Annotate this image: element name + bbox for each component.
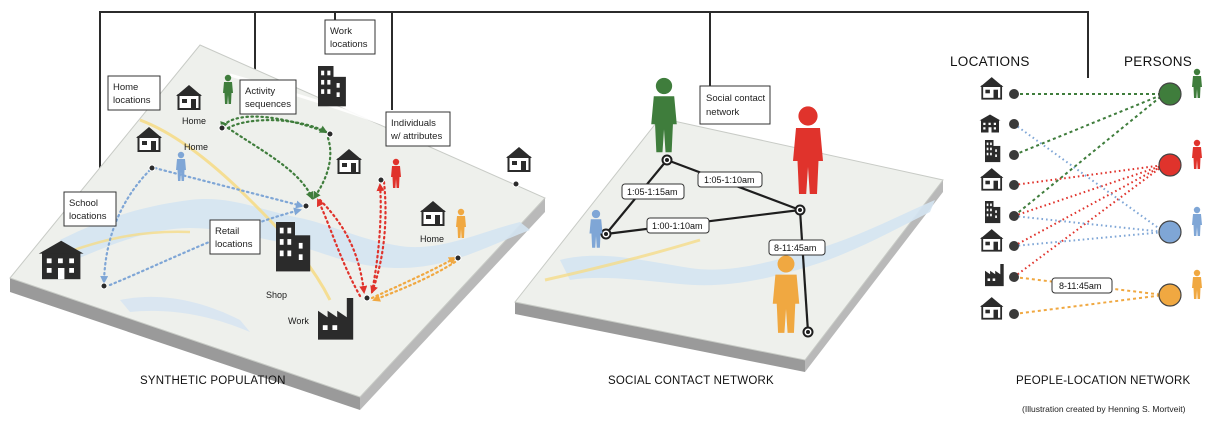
edge-label: 8-11:45am xyxy=(1051,277,1113,294)
callout-work-locations: Work locations xyxy=(324,19,376,55)
house-icon xyxy=(979,167,1005,191)
factory-icon xyxy=(985,264,1004,287)
svg-text:Activity: Activity xyxy=(245,86,275,97)
svg-text:locations: locations xyxy=(113,95,151,106)
house-icon xyxy=(979,228,1005,252)
svg-text:8-11:45am: 8-11:45am xyxy=(774,243,816,253)
svg-text:Work: Work xyxy=(330,26,352,37)
svg-text:locations: locations xyxy=(215,239,253,250)
svg-text:Home: Home xyxy=(113,82,138,93)
place-label-home: Home xyxy=(420,234,444,244)
edge-label: 1:00-1:10am xyxy=(646,217,710,234)
svg-text:8-11:45am: 8-11:45am xyxy=(1059,281,1101,291)
svg-text:Individuals: Individuals xyxy=(391,118,436,129)
callout-social-contact-network: Social contact network xyxy=(699,85,771,125)
callout-activity-sequences: Activity sequences xyxy=(239,79,297,115)
location-nodes xyxy=(1009,89,1019,319)
svg-text:1:05-1:10am: 1:05-1:10am xyxy=(704,175,755,185)
office-tower-icon xyxy=(985,140,1001,163)
person-green-icon xyxy=(1192,68,1202,98)
person-nodes xyxy=(1158,82,1182,307)
people-location-network-panel: LOCATIONS PERSONS xyxy=(950,54,1202,387)
locations-header: LOCATIONS xyxy=(950,54,1030,69)
callout-retail-locations: Retail locations xyxy=(209,219,261,255)
location-icons xyxy=(979,76,1005,320)
house-icon xyxy=(979,296,1005,320)
school-icon xyxy=(979,114,1001,133)
place-label-work: Work xyxy=(288,316,309,326)
person-orange-icon xyxy=(1192,269,1202,299)
edge-label: 1:05-1:10am xyxy=(697,171,763,188)
place-label-home: Home xyxy=(184,142,208,152)
callout-home-locations: Home locations xyxy=(107,75,161,111)
panel-caption: SYNTHETIC POPULATION xyxy=(140,375,286,387)
svg-text:Social contact: Social contact xyxy=(706,93,766,104)
svg-text:Retail: Retail xyxy=(215,226,239,237)
edge-label: 1:05-1:15am xyxy=(621,183,685,200)
callout-individuals: Individuals w/ attributes xyxy=(385,111,451,147)
svg-text:1:00-1:10am: 1:00-1:10am xyxy=(652,221,703,231)
panel-caption: PEOPLE-LOCATION NETWORK xyxy=(1016,375,1190,387)
place-label-shop: Shop xyxy=(266,290,287,300)
svg-text:w/ attributes: w/ attributes xyxy=(390,131,442,142)
callout-connector-lines xyxy=(99,11,1089,190)
callout-school-locations: School locations xyxy=(63,191,117,227)
svg-text:School: School xyxy=(69,198,98,209)
person-red-icon xyxy=(1192,139,1202,169)
house-icon xyxy=(505,146,533,172)
synthetic-population-panel: Home Home Home Shop Work Work locations … xyxy=(9,19,546,410)
svg-text:locations: locations xyxy=(330,39,368,50)
office-tower-icon xyxy=(318,66,346,107)
office-tower-icon xyxy=(985,201,1001,224)
bipartite-edges xyxy=(1013,93,1165,315)
svg-text:1:05-1:15am: 1:05-1:15am xyxy=(627,187,678,197)
edge-label: 8-11:45am xyxy=(768,239,826,256)
place-label-home: Home xyxy=(182,116,206,126)
location-dots xyxy=(100,124,520,302)
persons-header: PERSONS xyxy=(1124,54,1192,69)
svg-text:network: network xyxy=(706,107,740,118)
svg-text:sequences: sequences xyxy=(245,99,291,110)
panel-caption: SOCIAL CONTACT NETWORK xyxy=(608,375,774,387)
house-icon xyxy=(979,76,1005,100)
illustration-credit: (Illustration created by Henning S. Mort… xyxy=(1022,404,1186,414)
person-blue-icon xyxy=(1192,206,1202,236)
trip-arcs xyxy=(100,115,457,302)
svg-text:locations: locations xyxy=(69,211,107,222)
map-surface xyxy=(514,117,944,361)
social-contact-network-panel: 1:05-1:15am 1:05-1:10am 1:00-1:10am 8-11… xyxy=(514,77,944,387)
